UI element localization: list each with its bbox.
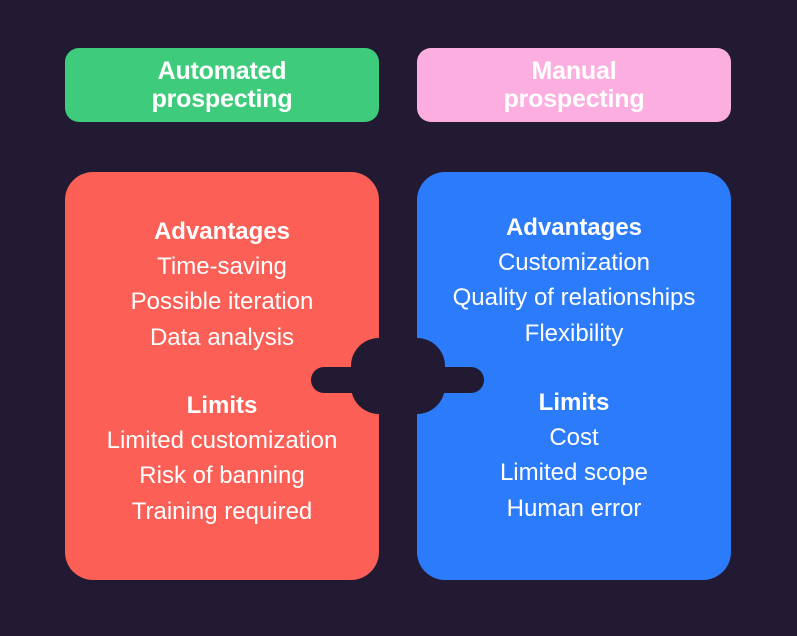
header-pill-automated: Automated prospecting (65, 48, 379, 122)
bridge-bar (311, 367, 484, 393)
header-line-1: Manual (531, 57, 617, 85)
card-automated-shape (65, 172, 379, 580)
header-pill-manual-title: Manual prospecting (494, 57, 655, 113)
header-line-1: Automated (157, 57, 287, 85)
header-line-2: prospecting (151, 85, 293, 113)
header-pill-automated-title: Automated prospecting (142, 57, 303, 113)
header-line-2: prospecting (503, 85, 645, 113)
header-pill-manual: Manual prospecting (417, 48, 731, 122)
card-manual-shape (417, 172, 731, 580)
